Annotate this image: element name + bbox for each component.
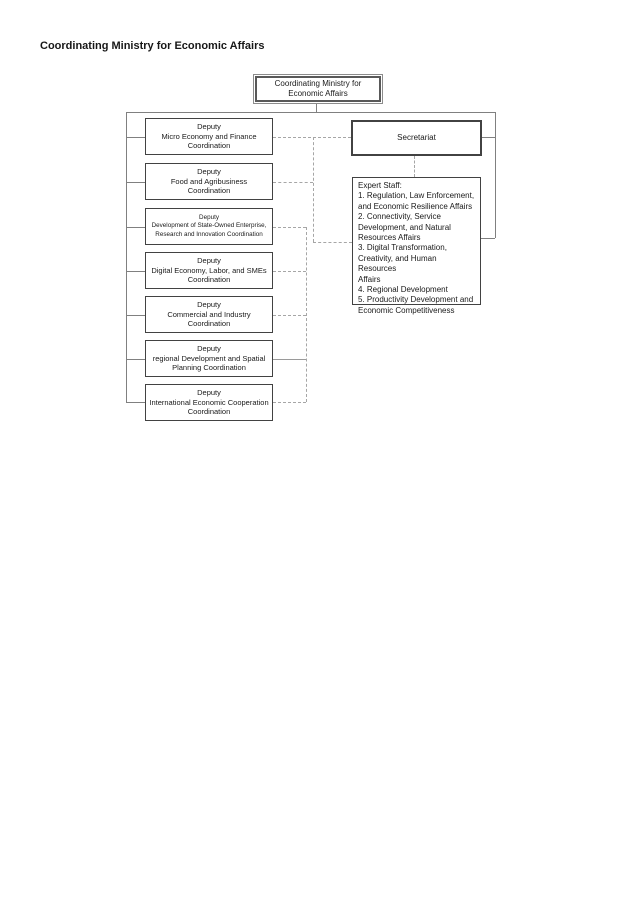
org-box-label: Secretariat <box>397 132 436 142</box>
connector-main-horizontal <box>126 112 495 113</box>
org-box-deputy-international-cooperation: Deputy International Economic Cooperatio… <box>145 384 273 421</box>
org-box-label: Deputy Commercial and Industry Coordinat… <box>167 299 251 329</box>
connector-dashed-deputy-4 <box>273 271 306 272</box>
connector-stub-deputy-4 <box>126 271 145 272</box>
connector-stub-deputy-6 <box>126 359 145 360</box>
org-box-ministry-root-label: Coordinating Ministry for Economic Affai… <box>274 79 362 98</box>
connector-right-rail <box>495 112 496 238</box>
org-box-label: Deputy International Economic Cooperatio… <box>149 387 269 417</box>
connector-dashed-rail-a <box>313 137 314 242</box>
org-box-secretariat: Secretariat <box>351 120 482 156</box>
org-box-label: Deputy regional Development and Spatial … <box>152 343 266 373</box>
connector-dashed-deputy1-secretariat <box>273 137 351 138</box>
org-box-label: Deputy Digital Economy, Labor, and SMEs … <box>151 255 267 285</box>
connector-deputy-6-right <box>273 359 306 360</box>
connector-dashed-deputy-2 <box>273 182 313 183</box>
connector-stub-deputy-3 <box>126 227 145 228</box>
connector-root-stem <box>316 103 317 112</box>
org-box-deputy-digital-economy-labor-smes: Deputy Digital Economy, Labor, and SMEs … <box>145 252 273 289</box>
org-box-ministry-root: Coordinating Ministry for Economic Affai… <box>253 74 383 104</box>
connector-stub-deputy-2 <box>126 182 145 183</box>
org-box-deputy-regional-development-spatial: Deputy regional Development and Spatial … <box>145 340 273 377</box>
connector-dashed-rail-b <box>306 227 307 402</box>
org-box-label: Deputy Development of State-Owned Enterp… <box>151 213 267 238</box>
org-box-deputy-food-agribusiness: Deputy Food and Agribusiness Coordinatio… <box>145 163 273 200</box>
connector-stub-secretariat-right <box>482 137 495 138</box>
org-box-label: Deputy Micro Economy and Finance Coordin… <box>161 121 257 151</box>
connector-dashed-expert-staff-left <box>313 242 352 243</box>
org-box-deputy-micro-economy-finance: Deputy Micro Economy and Finance Coordin… <box>145 118 273 155</box>
org-box-label: Deputy Food and Agribusiness Coordinatio… <box>170 166 248 196</box>
connector-stub-deputy-5 <box>126 315 145 316</box>
connector-left-rail <box>126 112 127 402</box>
connector-dashed-deputy-3 <box>273 227 306 228</box>
page-title: Coordinating Ministry for Economic Affai… <box>40 40 265 52</box>
org-box-expert-staff: Expert Staff: 1. Regulation, Law Enforce… <box>352 177 481 315</box>
connector-dashed-deputy-5 <box>273 315 306 316</box>
connector-stub-deputy-1 <box>126 137 145 138</box>
connector-dashed-deputy-7 <box>273 402 306 403</box>
org-box-deputy-state-owned-enterprise: Deputy Development of State-Owned Enterp… <box>145 208 273 245</box>
connector-stub-deputy-7 <box>126 402 145 403</box>
org-box-ministry-root-inner: Coordinating Ministry for Economic Affai… <box>255 76 381 102</box>
connector-expert-staff-right <box>481 238 495 239</box>
org-box-deputy-commercial-industry: Deputy Commercial and Industry Coordinat… <box>145 296 273 333</box>
connector-dashed-secretariat-expert-staff <box>414 156 415 177</box>
org-box-label: Expert Staff: 1. Regulation, Law Enforce… <box>358 181 475 315</box>
